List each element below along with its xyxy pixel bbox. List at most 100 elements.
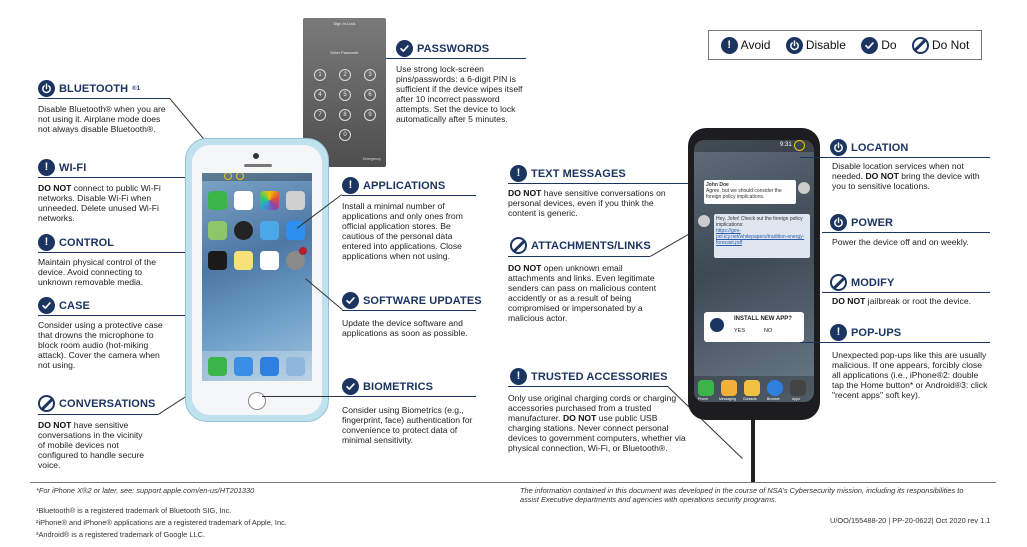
divider	[800, 157, 990, 158]
location-body-a: Disable location services when not neede…	[832, 161, 964, 182]
case-body: Consider using a protective case that dr…	[38, 320, 163, 371]
camera-app-icon[interactable]	[286, 191, 305, 210]
browser-app-icon[interactable]	[767, 380, 783, 396]
popup-dialog: INSTALL NEW APP? YES NO	[704, 312, 804, 342]
iphone-device	[185, 138, 329, 422]
attachments-body-lead: DO NOT	[508, 263, 542, 273]
legend-do-not: Do Not	[911, 36, 969, 54]
passcode-header: Sign In Lock	[333, 21, 356, 26]
dock-label: Browser	[767, 397, 780, 401]
attachments-title: ATTACHMENTS/LINKS	[510, 237, 651, 254]
popup-yes-button[interactable]: YES	[734, 328, 746, 334]
trusted-accessories-title: ! TRUSTED ACCESSORIES	[510, 368, 668, 385]
passcode-key[interactable]: 0	[339, 129, 351, 141]
malicious-link[interactable]: https://gov-pol.icy.net/whitepapers/trad…	[716, 228, 805, 246]
stocks-app-icon[interactable]	[208, 251, 227, 270]
exclamation-icon: !	[510, 368, 527, 385]
avatar	[798, 182, 810, 194]
wifi-body-text: connect to public Wi-Fi networks. Disabl…	[38, 183, 161, 224]
trusted-accessories-body-a: Only use original charging cords or char…	[508, 393, 677, 424]
passcode-key[interactable]: 5	[339, 89, 351, 101]
calendar-app-icon[interactable]	[234, 191, 253, 210]
bluetooth-body: Disable Bluetooth® when you are not usin…	[38, 104, 166, 135]
charging-cable	[751, 420, 755, 482]
biometrics-title: BIOMETRICS	[342, 378, 433, 395]
avatar	[698, 215, 710, 227]
conversations-title: CONVERSATIONS	[38, 395, 155, 412]
applications-title-text: APPLICATIONS	[363, 179, 446, 192]
divider	[38, 414, 158, 415]
bluetooth-title-sup: ®1	[132, 85, 141, 92]
passcode-right-label[interactable]: Emergency	[363, 157, 381, 161]
passcode-key[interactable]: 6	[364, 89, 376, 101]
trusted-accessories-body-lead: DO NOT	[562, 413, 597, 424]
conversations-body-lead: DO NOT	[38, 420, 72, 430]
text-messages-body: DO NOT have sensitive conversations on p…	[508, 188, 678, 218]
divider	[800, 342, 990, 343]
passcode-key[interactable]: 1	[314, 69, 326, 81]
location-title: LOCATION	[830, 139, 908, 156]
mail-app-icon[interactable]	[260, 357, 279, 376]
wifi-highlight-icon	[224, 173, 232, 180]
control-title: ! CONTROL	[38, 234, 114, 251]
biometrics-body: Consider using Biometrics (e.g., fingerp…	[342, 405, 473, 446]
iphone-camera	[253, 153, 259, 159]
maps-app-icon[interactable]	[208, 221, 227, 240]
power-icon	[785, 36, 803, 54]
divider	[342, 396, 476, 397]
modify-body: DO NOT jailbreak or root the device.	[832, 296, 997, 306]
iphone-status-bar	[202, 173, 312, 181]
applications-body: Install a minimal number of applications…	[342, 201, 463, 262]
popups-title-text: POP-UPS	[851, 326, 902, 339]
divider	[342, 195, 476, 196]
popups-body: Unexpected pop-ups like this are usually…	[832, 350, 988, 401]
attachments-body-text: open unknown email attachments and links…	[508, 263, 657, 324]
phone-app-icon[interactable]	[208, 357, 227, 376]
passwords-title-text: PASSWORDS	[417, 42, 490, 55]
message-sender: John Doe	[706, 182, 729, 188]
footer-trademark-bluetooth: ¹Bluetooth® is a registered trademark of…	[36, 506, 232, 515]
home-button[interactable]	[248, 392, 266, 410]
android-status-bar	[694, 140, 814, 152]
update-badge-icon	[299, 247, 307, 255]
weather-app-icon[interactable]	[260, 221, 279, 240]
control-body: Maintain physical control of the device.…	[38, 257, 156, 288]
passcode-key[interactable]: 7	[314, 109, 326, 121]
notes-app-icon[interactable]	[234, 251, 253, 270]
prohibited-icon	[911, 36, 929, 54]
safari-app-icon[interactable]	[234, 357, 253, 376]
passcode-key[interactable]: 8	[339, 109, 351, 121]
exclamation-icon: !	[720, 36, 738, 54]
settings-app-icon[interactable]	[286, 251, 305, 270]
videos-app-icon[interactable]	[260, 251, 279, 270]
trusted-accessories-title-text: TRUSTED ACCESSORIES	[531, 370, 668, 383]
message-bubble-received: John Doe Agree, but we should consider t…	[704, 180, 796, 204]
divider	[38, 98, 170, 99]
clock-app-icon[interactable]	[234, 221, 253, 240]
contacts-app-icon[interactable]	[744, 380, 760, 396]
wifi-title: ! WI-FI	[38, 159, 86, 176]
apps-grid-icon[interactable]	[790, 380, 806, 396]
passcode-key[interactable]: 4	[314, 89, 326, 101]
biometrics-title-text: BIOMETRICS	[363, 380, 434, 393]
passcode-key[interactable]: 2	[339, 69, 351, 81]
phone-app-icon[interactable]	[698, 380, 714, 396]
attachments-title-text: ATTACHMENTS/LINKS	[531, 239, 651, 252]
location-body: Disable location services when not neede…	[832, 161, 990, 191]
power-icon	[38, 80, 55, 97]
photos-app-icon[interactable]	[260, 191, 279, 210]
prohibited-icon	[510, 237, 527, 254]
location-highlight-icon	[794, 140, 805, 151]
passcode-key[interactable]: 9	[364, 109, 376, 121]
case-title-text: CASE	[59, 299, 90, 312]
messaging-app-icon[interactable]	[721, 380, 737, 396]
android-time: 9:31	[780, 142, 792, 148]
popup-no-button[interactable]: NO	[764, 328, 773, 334]
wifi-title-text: WI-FI	[59, 161, 87, 174]
divider	[822, 232, 990, 233]
legend-disable: Disable	[785, 36, 846, 54]
messages-app-icon[interactable]	[208, 191, 227, 210]
favorites-app-icon[interactable]	[286, 357, 305, 376]
exclamation-icon: !	[38, 234, 55, 251]
passcode-key[interactable]: 3	[364, 69, 376, 81]
